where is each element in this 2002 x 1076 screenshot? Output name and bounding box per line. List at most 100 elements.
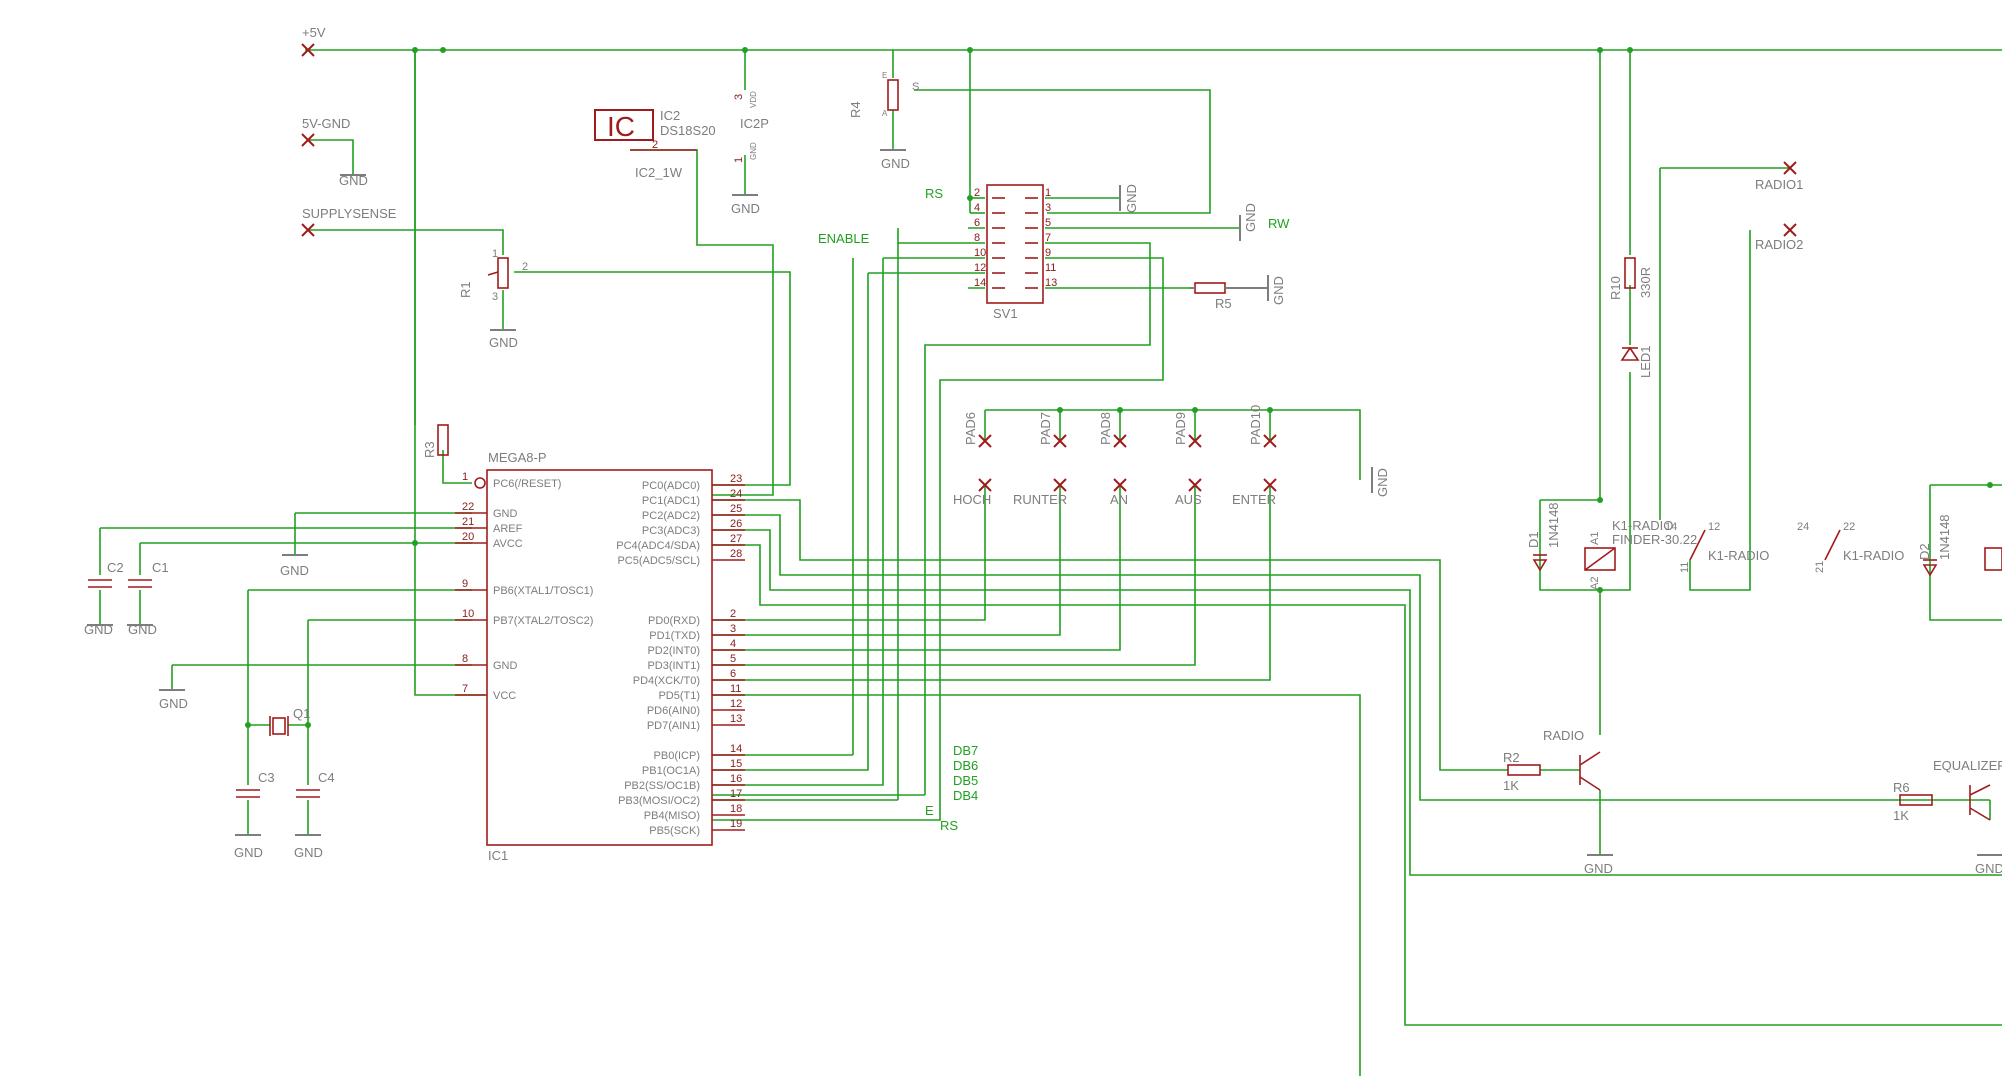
- ic1-pin-number: 20: [462, 531, 474, 543]
- labels: +5V 5V-GND SUPPLYSENSE GND GND GND GND G…: [84, 25, 2002, 876]
- r4-label: R4: [848, 101, 863, 118]
- ic1-pin-number: 1: [462, 471, 468, 483]
- ic1-pin-number: 16: [730, 773, 742, 785]
- k1-coil: [1584, 547, 1616, 571]
- gnd5v-label: 5V-GND: [302, 116, 350, 131]
- gnd-label-11: GND: [1584, 861, 1613, 876]
- ic1-pin-number: 21: [462, 516, 474, 528]
- r6-resistor: [1899, 794, 1933, 806]
- button-enter: ENTER: [1232, 492, 1276, 507]
- ic1-pin-number: 11: [730, 683, 741, 695]
- net-db6: DB6: [953, 758, 978, 773]
- r4-resistor: [887, 79, 899, 111]
- net-db7: DB7: [953, 743, 978, 758]
- ic1-pin-name: PC2(ADC2): [642, 510, 700, 522]
- ic1-pin-number: 8: [462, 653, 468, 665]
- ic1-ref: IC1: [488, 848, 508, 863]
- ic1-pin-number: 6: [730, 668, 736, 680]
- ic1-pin-name: PC5(ADC5/SCL): [617, 555, 700, 567]
- sv1-pin-number: 4: [974, 202, 980, 214]
- sv1-pin-number: 10: [974, 247, 986, 259]
- r1-pin-2: 2: [522, 261, 528, 273]
- r1-pin-3: 3: [492, 291, 498, 303]
- r6-label: R6: [1893, 780, 1910, 795]
- ic1-pin-name: PC4(ADC4/SDA): [616, 540, 700, 552]
- ic1-pin-number: 18: [730, 803, 742, 815]
- ic1-pin-name: PC1(ADC1): [642, 495, 700, 507]
- sv1-pin-number: 5: [1045, 217, 1051, 229]
- ic1-pin-name: PD5(T1): [658, 690, 700, 702]
- r3-resistor: [437, 424, 449, 456]
- ic1-pin-name: PC6(/RESET): [493, 478, 561, 490]
- gnd-label-15: GND: [1271, 276, 1286, 305]
- r4-e-label: E: [882, 71, 887, 80]
- ic2-ref: IC2: [660, 108, 680, 123]
- k1-contact-label-2: K1-RADIO: [1843, 548, 1904, 563]
- c3-label: C3: [258, 770, 275, 785]
- led1-label: LED1: [1638, 345, 1653, 378]
- gnd-label-5: GND: [280, 563, 309, 578]
- ic1-pin-name: AREF: [493, 523, 523, 535]
- r1-pin-1: 1: [492, 248, 498, 260]
- ic1-pin-name: PD1(TXD): [649, 630, 700, 642]
- ic2p-pin-3: 3: [733, 94, 745, 100]
- equalizer-label: EQUALIZER: [1933, 758, 2002, 773]
- pad6-label: PAD6: [963, 412, 978, 445]
- gnd-label-1: GND: [339, 173, 368, 188]
- ic1-pin-name: PD3(INT1): [647, 660, 700, 672]
- ic1-pin-name: PD0(RXD): [648, 615, 700, 627]
- pad9-label: PAD9: [1173, 412, 1188, 445]
- sv1-pin-number: 2: [974, 187, 980, 199]
- ic1-pin-name: PB3(MOSI/OC2): [618, 795, 700, 807]
- ic1-pin-number: 19: [730, 818, 742, 830]
- sv1-pin-number: 6: [974, 217, 980, 229]
- gnd-label-7: GND: [128, 622, 157, 637]
- sv1-pin-number: 1: [1045, 187, 1051, 199]
- c2-label: C2: [107, 560, 124, 575]
- sv1-pin-number: 12: [974, 262, 986, 274]
- ic1-pin-number: 5: [730, 653, 736, 665]
- sv1-pin-number: 8: [974, 232, 980, 244]
- ic2-1w-label: IC2_1W: [635, 165, 683, 180]
- ic1-pin-name: GND: [493, 660, 518, 672]
- junctions: [245, 47, 1993, 728]
- ic1-pin-number: 26: [730, 518, 742, 530]
- net-rs-bottom: RS: [940, 818, 958, 833]
- ic1-pin-name: GND: [493, 508, 518, 520]
- k1-coil-label: K1-RADIO: [1612, 518, 1673, 533]
- r3-label: R3: [422, 441, 437, 458]
- ic1-pin-number: 27: [730, 533, 742, 545]
- r10-label: R10: [1608, 276, 1623, 300]
- gnd-label-9: GND: [234, 845, 263, 860]
- ic1-pin-name: VCC: [493, 690, 516, 702]
- radio2-label: RADIO2: [1755, 237, 1803, 252]
- net-db4: DB4: [953, 788, 978, 803]
- relay-pin-a2: A2: [1589, 577, 1601, 590]
- relay-pin-11: 11: [1679, 562, 1691, 573]
- gnd-label-14: GND: [1243, 203, 1258, 232]
- ic1-left-pins: 1PC6(/RESET)22GND21AREF20AVCC9PB6(XTAL1/…: [455, 471, 593, 702]
- ic1-pin-number: 3: [730, 623, 736, 635]
- c4-label: C4: [318, 770, 335, 785]
- finder-label: FINDER-30.22: [1612, 532, 1697, 547]
- sv1-pin-number: 3: [1045, 202, 1051, 214]
- ic1-pin-number: 24: [730, 488, 742, 500]
- r6-value: 1K: [1893, 808, 1909, 823]
- ic1-pin-number: 7: [462, 683, 468, 695]
- relay2-coil: [1984, 547, 2002, 571]
- sv1-pin-number: 13: [1045, 277, 1057, 289]
- ic2-box-label: IC: [607, 111, 635, 142]
- radio1-label: RADIO1: [1755, 177, 1803, 192]
- radio-label: RADIO: [1543, 728, 1584, 743]
- gnd-label-12: GND: [1975, 861, 2002, 876]
- ic1-pin-number: 28: [730, 548, 742, 560]
- ic1-pin-name: PB4(MISO): [644, 810, 700, 822]
- d1-type: 1N4148: [1546, 502, 1561, 548]
- ic1-pin-name: PB1(OC1A): [642, 765, 700, 777]
- ic1-pin-name: PC0(ADC0): [642, 480, 700, 492]
- button-hoch: HOCH: [953, 492, 991, 507]
- relay-pin-a1: A1: [1589, 532, 1601, 545]
- sv1-pin-number: 9: [1045, 247, 1051, 259]
- ic1-body: [486, 469, 713, 846]
